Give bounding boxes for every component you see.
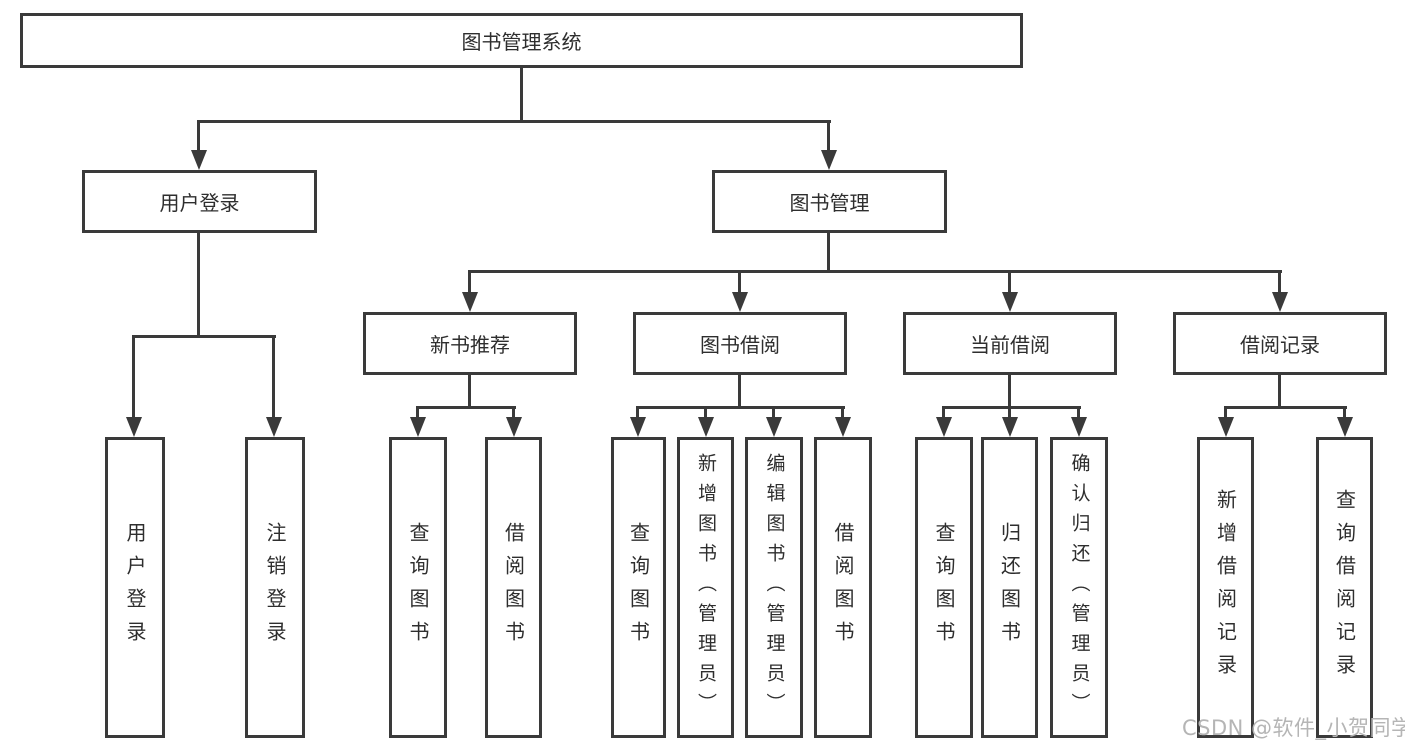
connector-drop-leaf xyxy=(416,407,419,419)
arrow-down-icon xyxy=(1272,292,1288,312)
connector-drop-leaf xyxy=(704,407,707,419)
arrow-down-icon xyxy=(766,417,782,437)
leaf-label: 查询借阅记录 xyxy=(1332,488,1357,687)
arrow-down-icon xyxy=(698,417,714,437)
connector-drop-leaf xyxy=(512,407,515,419)
connector-drop-level3 xyxy=(738,271,741,293)
leaf-label: 查询图书 xyxy=(932,521,956,654)
connector-borrowing-stub xyxy=(738,375,741,409)
arrow-down-icon xyxy=(1002,292,1018,312)
connector-level2-rail xyxy=(197,120,831,123)
leaf-label: 用户登录 xyxy=(123,521,147,654)
node-book-borrowing: 图书借阅 xyxy=(633,312,847,375)
arrow-down-icon xyxy=(266,417,282,437)
connector-drop-level3 xyxy=(468,271,471,293)
leaf-label: 新增借阅记录 xyxy=(1213,488,1238,687)
node-user-login: 用户登录 xyxy=(82,170,317,233)
leaf-label: 借阅图书 xyxy=(831,521,855,654)
connector-drop-leaf xyxy=(636,407,639,419)
arrow-down-icon xyxy=(630,417,646,437)
leaf-query-borrow-record: 查询借阅记录 xyxy=(1316,437,1373,738)
leaf-label: 归还图书 xyxy=(997,521,1022,654)
node-new-book-recommend: 新书推荐 xyxy=(363,312,577,375)
node-current-borrowing: 当前借阅 xyxy=(903,312,1117,375)
connector-drop-leaf xyxy=(942,407,945,419)
leaf-label: 查询图书 xyxy=(406,521,430,654)
connector-drop-leaf xyxy=(1008,407,1011,419)
connector-drop-leaf xyxy=(1343,407,1346,419)
connector-book-management-stub xyxy=(827,233,830,273)
connector-drop-leaf xyxy=(841,407,844,419)
leaf-query-books-recommend: 查询图书 xyxy=(389,437,447,738)
connector-drop-leaf xyxy=(772,407,775,419)
leaf-borrow-books-recommend: 借阅图书 xyxy=(485,437,542,738)
leaf-borrow-books: 借阅图书 xyxy=(814,437,872,738)
arrow-down-icon xyxy=(821,150,837,170)
arrow-down-icon xyxy=(410,417,426,437)
connector-drop-leaf xyxy=(272,336,275,419)
node-label: 当前借阅 xyxy=(970,333,1050,357)
connector-user-login-stub xyxy=(197,233,200,338)
arrow-down-icon xyxy=(936,417,952,437)
leaf-return-book: 归还图书 xyxy=(981,437,1038,738)
connector-user-login-rail xyxy=(132,335,276,338)
leaf-add-book-admin: 新增图书（管理员） xyxy=(677,437,734,738)
arrow-down-icon xyxy=(732,292,748,312)
leaf-label: 新增图书（管理员） xyxy=(695,452,717,723)
connector-level3-rail xyxy=(468,270,1282,273)
leaf-label: 注销登录 xyxy=(263,521,287,654)
connector-recommend-rail xyxy=(416,406,516,409)
leaf-query-books-borrowing: 查询图书 xyxy=(611,437,666,738)
leaf-edit-book-admin: 编辑图书（管理员） xyxy=(745,437,803,738)
node-label: 用户登录 xyxy=(159,191,240,215)
connector-drop-user-login xyxy=(197,121,200,152)
leaf-logout: 注销登录 xyxy=(245,437,305,738)
arrow-down-icon xyxy=(191,150,207,170)
leaf-label: 查询图书 xyxy=(626,521,651,654)
csdn-watermark: CSDN @软件_小贺同学 xyxy=(1182,716,1405,740)
leaf-user-login: 用户登录 xyxy=(105,437,165,738)
node-label: 图书管理系统 xyxy=(461,30,582,54)
node-label: 借阅记录 xyxy=(1240,333,1320,357)
node-label: 图书借阅 xyxy=(700,333,780,357)
leaf-label: 确认归还（管理员） xyxy=(1068,452,1091,723)
connector-drop-leaf xyxy=(1224,407,1227,419)
arrow-down-icon xyxy=(1002,417,1018,437)
arrow-down-icon xyxy=(462,292,478,312)
arrow-down-icon xyxy=(506,417,522,437)
node-library-management-system: 图书管理系统 xyxy=(20,13,1023,68)
connector-recommend-stub xyxy=(468,375,471,409)
leaf-label: 编辑图书（管理员） xyxy=(763,452,786,723)
connector-drop-leaf xyxy=(1077,407,1080,419)
node-label: 图书管理 xyxy=(789,191,870,215)
connector-drop-level3 xyxy=(1278,271,1281,293)
connector-records-rail xyxy=(1224,406,1347,409)
connector-current-stub xyxy=(1008,375,1011,409)
arrow-down-icon xyxy=(1337,417,1353,437)
connector-drop-leaf xyxy=(132,336,135,419)
connector-records-stub xyxy=(1278,375,1281,409)
leaf-query-books-current: 查询图书 xyxy=(915,437,973,738)
connector-root-stub xyxy=(520,68,523,123)
node-label: 新书推荐 xyxy=(430,333,510,357)
arrow-down-icon xyxy=(835,417,851,437)
leaf-label: 借阅图书 xyxy=(501,521,526,654)
node-borrowing-records: 借阅记录 xyxy=(1173,312,1387,375)
leaf-add-borrow-record: 新增借阅记录 xyxy=(1197,437,1254,738)
connector-current-rail xyxy=(942,406,1081,409)
connector-drop-level3 xyxy=(1008,271,1011,293)
arrow-down-icon xyxy=(1218,417,1234,437)
node-book-management: 图书管理 xyxy=(712,170,947,233)
leaf-confirm-return-admin: 确认归还（管理员） xyxy=(1050,437,1108,738)
connector-borrowing-rail xyxy=(636,406,845,409)
arrow-down-icon xyxy=(1071,417,1087,437)
arrow-down-icon xyxy=(126,417,142,437)
connector-drop-book-management xyxy=(827,121,830,152)
